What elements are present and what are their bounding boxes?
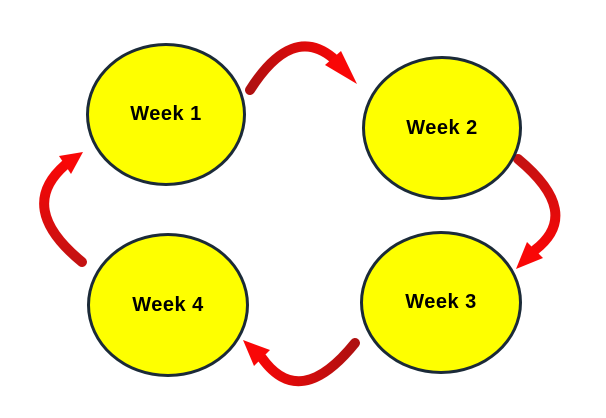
arrowhead-week1-to-week2 — [325, 51, 357, 84]
node-week-1: Week 1 — [86, 43, 246, 186]
arrowhead-week2-to-week3 — [516, 242, 543, 269]
node-week-3: Week 3 — [360, 231, 522, 374]
arrowhead-week4-to-week1 — [59, 152, 83, 174]
arrow-week2-to-week3 — [513, 154, 561, 269]
arrow-week4-to-week1 — [39, 152, 87, 267]
node-week-1-label: Week 1 — [130, 103, 202, 125]
node-week-2-label: Week 2 — [406, 116, 478, 139]
arrow-week1-to-week2 — [245, 41, 357, 95]
node-week-4: Week 4 — [87, 233, 249, 377]
arrow-week3-to-week4 — [243, 338, 360, 387]
arrowhead-week3-to-week4 — [243, 340, 270, 366]
node-week-2: Week 2 — [362, 56, 522, 200]
node-week-4-label: Week 4 — [132, 293, 204, 316]
node-week-3-label: Week 3 — [405, 291, 477, 313]
